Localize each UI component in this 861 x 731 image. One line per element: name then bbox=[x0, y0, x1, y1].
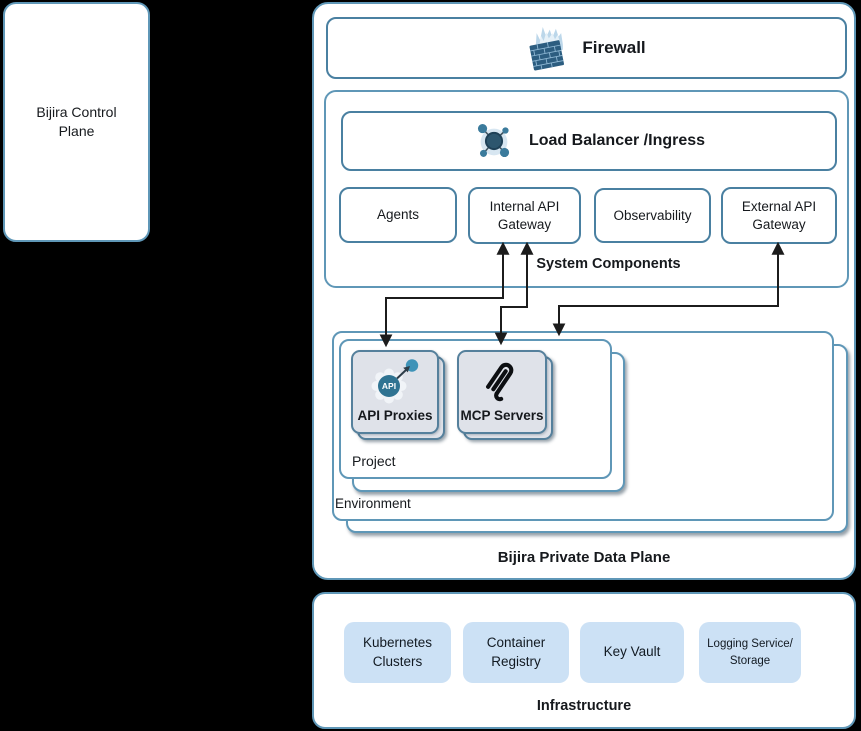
data-plane-box: Firewall Load Balancer /Ingress bbox=[312, 2, 856, 580]
api-proxies-icon: API bbox=[371, 358, 419, 403]
data-plane-label: Bijira Private Data Plane bbox=[497, 549, 671, 566]
key-vault-label: Key Vault bbox=[603, 644, 661, 660]
control-plane-label: Bijira Control Plane bbox=[36, 104, 117, 139]
mcp-servers-card: MCP Servers bbox=[457, 350, 547, 434]
mcp-servers-label: MCP Servers bbox=[460, 408, 544, 423]
internal-api-gateway-box: Internal API Gateway bbox=[468, 187, 581, 244]
load-balancer-label: Load Balancer /Ingress bbox=[528, 132, 706, 149]
firewall-box: Firewall bbox=[326, 17, 847, 79]
load-balancer-icon bbox=[477, 124, 510, 158]
firewall-label: Firewall bbox=[582, 38, 646, 57]
api-badge-text: API bbox=[382, 381, 396, 391]
agents-box: Agents bbox=[339, 187, 457, 243]
mcp-icon bbox=[486, 362, 514, 401]
logging-service-chip: Logging Service/ Storage bbox=[699, 622, 801, 683]
environment-label: Environment bbox=[335, 496, 411, 511]
firewall-icon bbox=[529, 27, 565, 71]
kubernetes-clusters-label: Kubernetes Clusters bbox=[362, 634, 433, 669]
external-api-gateway-box: External API Gateway bbox=[721, 187, 837, 244]
logging-service-label: Logging Service/ Storage bbox=[707, 638, 793, 667]
key-vault-chip: Key Vault bbox=[580, 622, 684, 683]
external-api-gateway-label: External API Gateway bbox=[741, 198, 817, 232]
observability-box: Observability bbox=[594, 188, 711, 243]
infrastructure-box: Kubernetes Clusters Container Registry K… bbox=[312, 592, 856, 729]
container-registry-chip: Container Registry bbox=[463, 622, 569, 683]
api-proxies-label: API Proxies bbox=[357, 408, 433, 423]
agents-label: Agents bbox=[376, 207, 420, 223]
system-components-label: System Components bbox=[536, 256, 681, 272]
infrastructure-label: Infrastructure bbox=[536, 698, 632, 714]
project-label: Project bbox=[352, 453, 396, 469]
control-plane-box: Bijira Control Plane bbox=[3, 2, 150, 242]
observability-label: Observability bbox=[613, 207, 692, 223]
internal-api-gateway-label: Internal API Gateway bbox=[489, 198, 560, 232]
kubernetes-clusters-chip: Kubernetes Clusters bbox=[344, 622, 451, 683]
system-components-box: Load Balancer /Ingress Agents Internal A… bbox=[324, 90, 849, 288]
load-balancer-box: Load Balancer /Ingress bbox=[341, 111, 837, 171]
container-registry-label: Container Registry bbox=[486, 634, 546, 669]
api-proxies-card: API API Proxies bbox=[351, 350, 439, 434]
